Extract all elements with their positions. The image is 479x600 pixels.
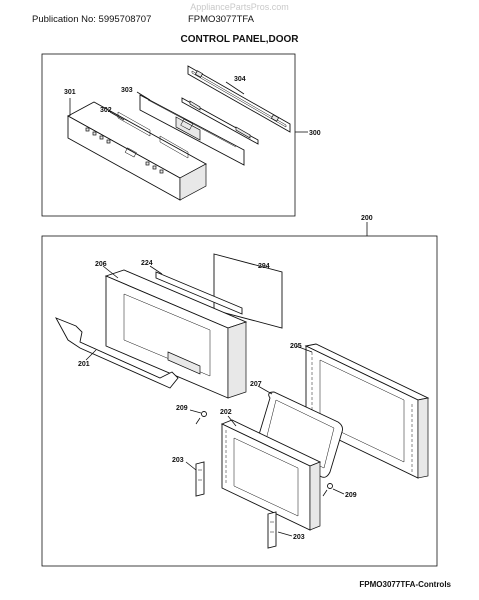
part-304-bracket xyxy=(181,65,291,145)
part-206-door-frame xyxy=(104,269,248,399)
callout-207: 207 xyxy=(250,381,262,388)
part-205-inner-panel xyxy=(304,343,430,479)
callout-300: 300 xyxy=(309,130,321,137)
model-number: FPMO3077TFA xyxy=(188,14,254,25)
callout-209-left: 209 xyxy=(176,405,188,412)
callout-303: 303 xyxy=(121,87,133,94)
part-203-hinge-left xyxy=(195,461,205,497)
callout-224: 224 xyxy=(141,260,153,267)
part-209-screw-right xyxy=(322,483,333,497)
part-202-inner-door xyxy=(220,419,322,531)
callout-294: 294 xyxy=(258,263,270,270)
control-panel-frame xyxy=(41,53,296,217)
callout-206: 206 xyxy=(95,261,107,268)
callout-201: 201 xyxy=(78,361,90,368)
part-201-handle xyxy=(55,317,179,389)
publication-number: Publication No: 5995708707 xyxy=(32,14,152,25)
part-209-screw-left xyxy=(195,411,207,425)
callout-203-left: 203 xyxy=(172,457,184,464)
part-301-control-panel xyxy=(67,101,207,201)
part-224-trim xyxy=(155,271,243,315)
callout-202: 202 xyxy=(220,409,232,416)
callout-203-right: 203 xyxy=(293,534,305,541)
callout-209-right: 209 xyxy=(345,492,357,499)
callout-301: 301 xyxy=(64,89,76,96)
callout-302: 302 xyxy=(100,107,112,114)
door-assembly-frame xyxy=(41,235,438,567)
callout-304: 304 xyxy=(234,76,246,83)
part-203-hinge-right xyxy=(267,511,277,549)
control-board-connector xyxy=(175,116,201,141)
watermark: AppliancePartsPros.com xyxy=(190,2,289,12)
section-title: CONTROL PANEL,DOOR xyxy=(180,34,299,45)
footer-label: FPMO3077TFA-Controls xyxy=(359,580,451,589)
callout-200: 200 xyxy=(361,215,373,222)
callout-205: 205 xyxy=(290,343,302,350)
